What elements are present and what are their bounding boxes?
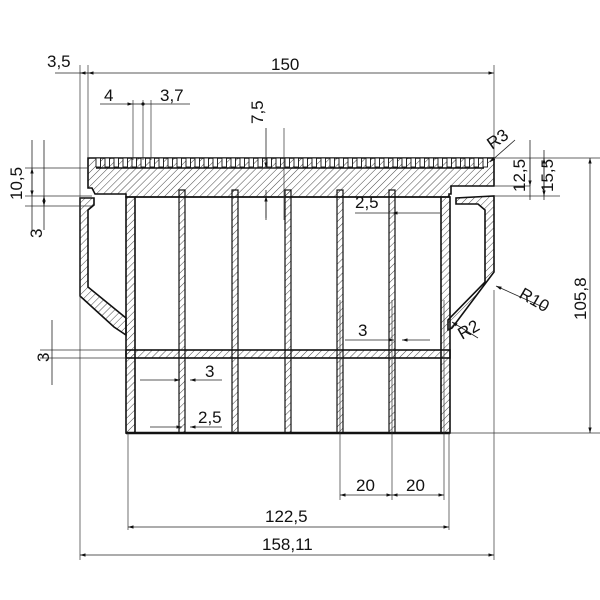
lid-tooth: [239, 157, 245, 168]
dim-3-inner: 3: [358, 321, 367, 340]
lid-tooth: [446, 157, 452, 168]
dim-7-5: 7,5: [248, 100, 267, 124]
lid-tooth: [104, 157, 110, 168]
dim-3-left-lower: 3: [34, 353, 53, 362]
dim-15-5: 15,5: [538, 159, 557, 192]
dim-r10: R10: [516, 284, 553, 316]
lid-tooth: [383, 157, 389, 168]
lid-tooth: [455, 157, 461, 168]
rib: [284, 189, 292, 434]
lid-tooth: [212, 157, 218, 168]
lid-tooth: [194, 157, 200, 168]
lid-tooth: [122, 157, 128, 168]
lid-tooth: [320, 157, 326, 168]
lid-tooth: [149, 157, 155, 168]
lid-tooth: [365, 157, 371, 168]
dim-3-7: 3,7: [160, 86, 184, 105]
lid-tooth: [221, 157, 227, 168]
lid-tooth: [257, 157, 263, 168]
lid-teeth: [95, 157, 488, 168]
lid-tooth: [266, 157, 272, 168]
rib: [178, 189, 186, 434]
dim-2-5-upper: 2,5: [355, 193, 379, 212]
lid-tooth: [356, 157, 362, 168]
lid-tooth: [374, 157, 380, 168]
lid-tooth: [203, 157, 209, 168]
lid-tooth: [248, 157, 254, 168]
lid-tooth: [338, 157, 344, 168]
lid-tooth: [464, 157, 470, 168]
vertical-ribs: [178, 189, 396, 434]
dim-2-5-lower: 2,5: [198, 408, 222, 427]
lid-tooth: [95, 157, 101, 168]
right-wall: [440, 196, 451, 434]
lid-tooth: [437, 157, 443, 168]
lid-tooth: [230, 157, 236, 168]
right-flange: [447, 195, 495, 332]
lid-tooth: [428, 157, 434, 168]
lid-tooth: [293, 157, 299, 168]
lid-tooth: [473, 157, 479, 168]
lid-tooth: [401, 157, 407, 168]
dimension-lines: [25, 65, 600, 560]
dim-4: 4: [104, 86, 113, 105]
lid-tooth: [311, 157, 317, 168]
lid-tooth: [185, 157, 191, 168]
lid-tooth: [113, 157, 119, 168]
lid-tooth: [347, 157, 353, 168]
dim-3-lower: 3: [205, 362, 214, 381]
dim-r3: R3: [483, 125, 512, 153]
dim-122-5: 122,5: [265, 507, 308, 526]
dim-3-5: 3,5: [47, 52, 71, 71]
lid-tooth: [275, 157, 281, 168]
dim-12-5: 12,5: [510, 159, 529, 192]
lid-tooth: [158, 157, 164, 168]
dim-20-a: 20: [356, 476, 375, 495]
lid-tooth: [176, 157, 182, 168]
dim-3-left-upper: 3: [27, 229, 46, 238]
dim-150: 150: [271, 55, 299, 74]
lid-tooth: [131, 157, 137, 168]
dim-20-b: 20: [406, 476, 425, 495]
part-section: [79, 157, 495, 435]
dim-158-11: 158,11: [262, 535, 313, 554]
left-flange: [79, 197, 127, 337]
rib: [231, 189, 239, 434]
dim-105-8: 105,8: [571, 277, 590, 320]
left-wall: [125, 196, 136, 434]
lid-tooth: [419, 157, 425, 168]
lid-tooth: [167, 157, 173, 168]
lid-tooth: [302, 157, 308, 168]
lid-tooth: [482, 157, 488, 168]
lid-tooth: [329, 157, 335, 168]
lid-tooth: [284, 157, 290, 168]
dim-10-5: 10,5: [7, 167, 26, 200]
lid-tooth: [392, 157, 398, 168]
lid-tooth: [410, 157, 416, 168]
